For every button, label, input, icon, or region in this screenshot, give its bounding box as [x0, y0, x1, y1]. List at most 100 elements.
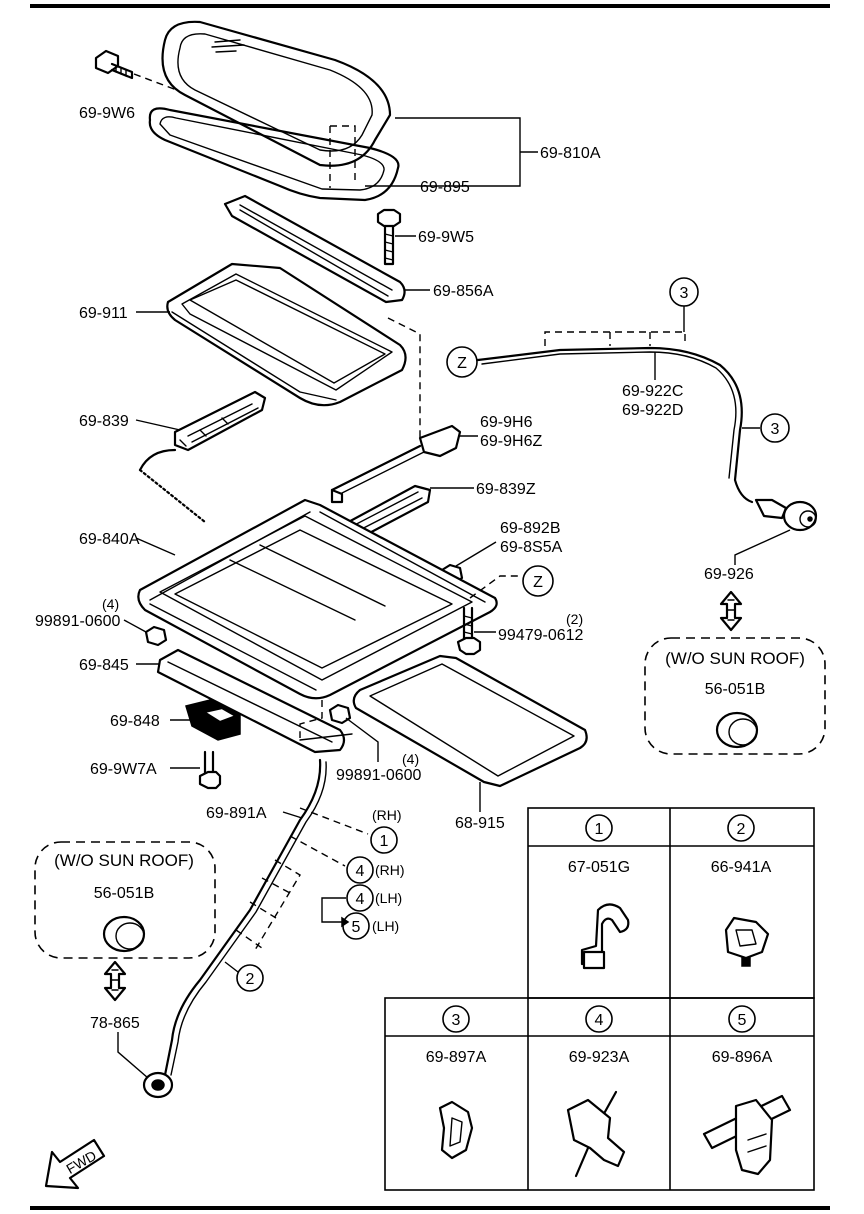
label-69-9w5: 69-9W5: [418, 229, 474, 246]
wo-sunroof-left-part: 56-051B: [94, 885, 155, 902]
label-69-856a: 69-856A: [433, 283, 494, 300]
label-lh-1: (LH): [375, 890, 402, 906]
callout-5-text: 5: [352, 919, 361, 936]
drain-hose-rear: [163, 758, 322, 1077]
clip-2-number-circle: [727, 814, 755, 842]
clip-3-part: 69-897A: [426, 1049, 487, 1066]
sunroof-housing-frame: [137, 498, 498, 700]
sunroof-link-lh: [138, 390, 267, 524]
wo-sunroof-box-left: [34, 841, 216, 959]
clip-5-icon: [702, 1094, 792, 1176]
callout-z-top-text: Z: [457, 355, 467, 372]
callout-2-text: 2: [246, 971, 255, 988]
double-arrow-right: [719, 590, 743, 632]
wind-deflector: [223, 194, 406, 304]
callout-4-lh: [346, 884, 374, 912]
wo-sunroof-box-right: [644, 637, 826, 755]
callout-4-rh-text: 4: [356, 863, 365, 880]
bolt-69-9w7a: [198, 750, 222, 790]
qty-99891-0600-left: (4): [102, 596, 119, 612]
sunroof-motor-69-848: [185, 699, 241, 741]
clip-1-icon: [580, 903, 630, 970]
label-69-9h6: 69-9H6: [480, 414, 533, 431]
nut-99891-0600-right: [328, 703, 352, 725]
label-69-895: 69-895: [420, 179, 470, 196]
label-69-9w6: 69-9W6: [79, 105, 135, 122]
label-99479-0612: 99479-0612: [498, 627, 584, 644]
drain-grommet-69-926: [754, 498, 818, 532]
label-69-810a: 69-810A: [540, 145, 601, 162]
guide-69-9h6: [330, 424, 462, 504]
glass-seal: [148, 107, 400, 202]
plug-cap-left: [102, 915, 146, 953]
label-rh-1: (RH): [372, 807, 402, 823]
sunroof-glass-panel: [161, 20, 392, 167]
bolt-99479-0612: [456, 606, 482, 656]
clip-4-part: 69-923A: [569, 1049, 630, 1066]
callout-3-right-text: 3: [771, 421, 780, 438]
clip-3-icon: [438, 1100, 474, 1160]
label-69-911: 69-911: [79, 305, 128, 322]
drain-hose-front: [476, 346, 754, 504]
label-69-839z: 69-839Z: [476, 481, 536, 498]
wo-sunroof-left-title: (W/O SUN ROOF): [54, 851, 194, 870]
callout-2: [236, 964, 264, 992]
label-69-891a: 69-891A: [206, 805, 267, 822]
label-68-915: 68-915: [455, 815, 505, 832]
label-rh-2: (RH): [375, 862, 405, 878]
clip-5-part: 69-896A: [712, 1049, 773, 1066]
front-garnish-69-845: [156, 648, 353, 754]
nut-99891-0600-left: [144, 625, 168, 647]
clip-1-number-circle: [585, 814, 613, 842]
qty-99891-0600-right: (4): [402, 751, 419, 767]
callout-3-top: [669, 277, 699, 307]
label-69-848: 69-848: [110, 713, 160, 730]
label-69-892b: 69-892B: [500, 520, 561, 537]
clip-2-part: 66-941A: [711, 859, 772, 876]
fwd-arrow: FWD: [44, 1138, 106, 1190]
label-69-845: 69-845: [79, 657, 129, 674]
callout-z-frame: [522, 565, 554, 597]
clip-5-number-circle: [728, 1005, 756, 1033]
label-69-839: 69-839: [79, 413, 129, 430]
label-78-865: 78-865: [90, 1015, 140, 1032]
label-lh-2: (LH): [372, 918, 399, 934]
callout-3-top-text: 3: [680, 285, 689, 302]
clip-2-icon: [724, 916, 770, 967]
clip-1-number: 1: [595, 821, 604, 838]
bottom-rule: [30, 1206, 830, 1210]
callout-1: [370, 826, 398, 854]
sunroof-shade-frame: [166, 262, 407, 407]
wo-sunroof-right-title: (W/O SUN ROOF): [665, 649, 805, 668]
clip-table: [384, 807, 815, 1191]
weatherstrip-68-915: [352, 654, 588, 788]
double-arrow-left: [103, 960, 127, 1002]
clip-3-number: 3: [452, 1012, 461, 1029]
clip-4-number-circle: [585, 1005, 613, 1033]
bolt-69-9w6: [94, 49, 134, 80]
clip-5-number: 5: [738, 1012, 747, 1029]
label-69-9h6z: 69-9H6Z: [480, 433, 542, 450]
clip-2-number: 2: [737, 821, 746, 838]
callout-3-right: [760, 413, 790, 443]
clip-4-icon: [566, 1090, 626, 1178]
callout-1-text: 1: [380, 833, 389, 850]
label-99891-0600-left: 99891-0600: [35, 613, 121, 630]
wo-sunroof-right-part: 56-051B: [705, 681, 766, 698]
plug-cap-right: [715, 711, 759, 749]
label-69-8s5a: 69-8S5A: [500, 539, 563, 556]
callout-z-top: [446, 346, 478, 378]
label-69-922c: 69-922C: [622, 383, 683, 400]
label-69-922d: 69-922D: [622, 402, 683, 419]
callout-z-frame-text: Z: [533, 574, 543, 591]
bolt-69-9w5: [376, 208, 402, 266]
drain-grommet-78-865: [142, 1071, 174, 1099]
label-69-840a: 69-840A: [79, 531, 140, 548]
callout-4-lh-text: 4: [356, 891, 365, 908]
label-99891-0600-right: 99891-0600: [336, 767, 422, 784]
clip-1-part: 67-051G: [568, 859, 630, 876]
top-rule: [30, 4, 830, 8]
callout-4-rh: [346, 856, 374, 884]
qty-99479-0612: (2): [566, 611, 583, 627]
